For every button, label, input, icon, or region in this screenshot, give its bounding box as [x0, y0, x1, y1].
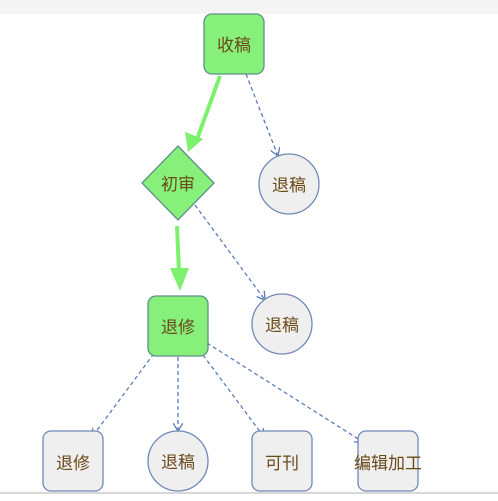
bottom-divider — [0, 492, 498, 494]
node-kekan-box — [251, 430, 313, 492]
node-tuigao-1[interactable]: 退稿 — [258, 153, 320, 215]
node-tuixiu-leaf[interactable]: 退修 — [42, 430, 104, 492]
node-shougao-box — [203, 13, 265, 75]
edges — [92, 73, 363, 442]
edge-chushen-tuixiu — [175, 225, 181, 273]
top-bar — [0, 0, 498, 14]
edge-chushen-tuigao-2 — [194, 204, 265, 300]
node-bianji-box — [357, 430, 419, 492]
edge-chushen-tuixiu-arrowhead — [170, 268, 189, 291]
node-chushen[interactable]: 初审 — [141, 145, 215, 221]
node-tuixiu-main-label: 退修 — [161, 318, 195, 338]
node-tuixiu-main-box — [147, 295, 209, 357]
edge-tuixiu-kekan — [202, 354, 264, 437]
node-tuigao-3[interactable]: 退稿 — [147, 430, 209, 492]
node-tuigao-2-label: 退稿 — [265, 316, 299, 336]
node-shougao-label: 收稿 — [217, 36, 251, 56]
node-tuigao-2-circle — [251, 293, 313, 355]
edge-shougao-chushen-arrowhead — [185, 132, 203, 152]
node-tuigao-3-circle — [147, 430, 209, 492]
edge-shougao-tuigao-1 — [245, 73, 278, 156]
node-bianji[interactable]: 编辑加工 — [354, 430, 422, 492]
node-kekan[interactable]: 可刊 — [251, 430, 313, 492]
node-bianji-label: 编辑加工 — [354, 454, 422, 474]
node-tuixiu-leaf-label: 退修 — [56, 454, 90, 474]
node-chushen-diamond — [141, 145, 215, 221]
node-tuixiu-leaf-box — [42, 430, 104, 492]
edge-tuixiu-tuixiu-leaf — [92, 347, 159, 437]
node-shougao[interactable]: 收稿 — [203, 13, 265, 75]
edge-shougao-chushen — [194, 75, 222, 143]
node-kekan-label: 可刊 — [265, 454, 299, 474]
edge-tuixiu-bianji — [206, 342, 363, 442]
node-tuigao-1-label: 退稿 — [272, 176, 306, 196]
node-tuigao-3-label: 退稿 — [161, 453, 195, 473]
node-chushen-label: 初审 — [161, 175, 195, 195]
node-tuigao-1-circle — [258, 153, 320, 215]
node-tuigao-2[interactable]: 退稿 — [251, 293, 313, 355]
node-tuixiu-main[interactable]: 退修 — [147, 295, 209, 357]
